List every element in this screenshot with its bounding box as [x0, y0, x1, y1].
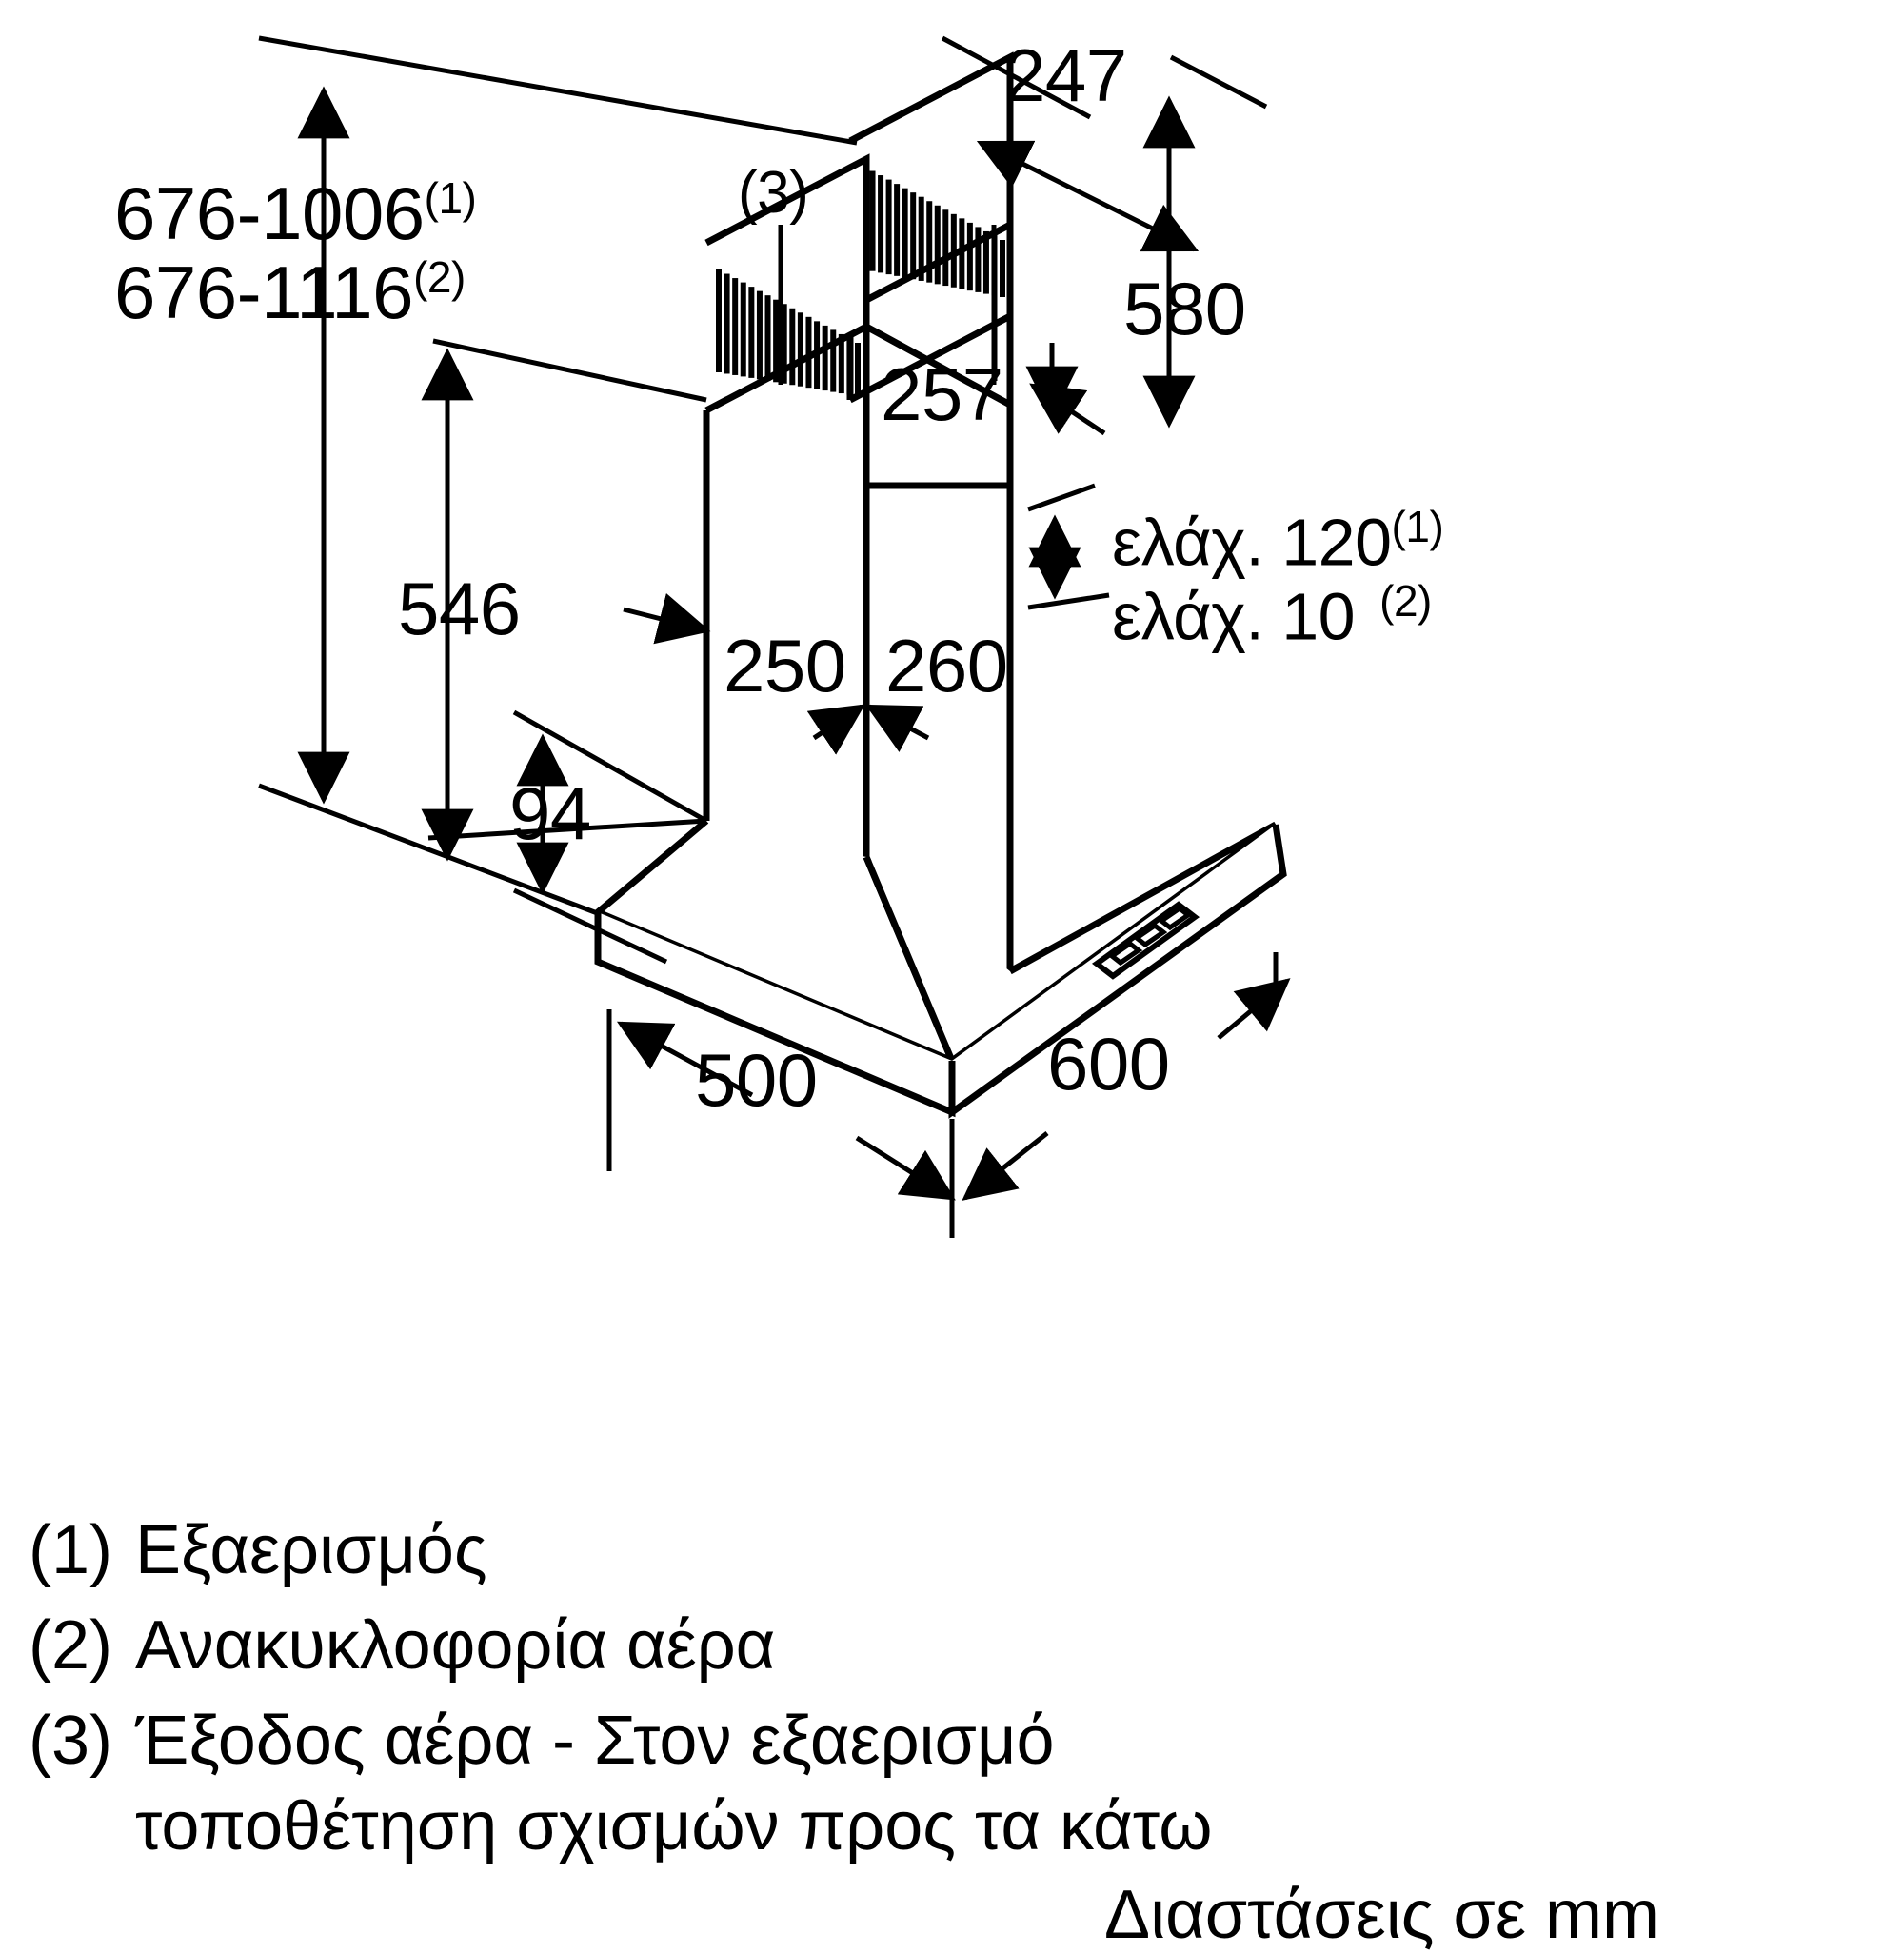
- legend-text-2: Ανακυκλοφορία αέρα: [135, 1607, 776, 1684]
- units-note: Διαστάσεις σε mm: [1104, 1877, 1659, 1953]
- control-panel-button[interactable]: [1107, 940, 1143, 967]
- dim-257: [1025, 343, 1106, 436]
- louvre-slat: [740, 282, 746, 377]
- legend-item-1: (1)Εξαερισμός: [29, 1516, 487, 1585]
- drawing-sheet: 676-1006(1) 676-1116(2) 546 94 247 580 2…: [29, 33, 1659, 1953]
- louvre-slat: [869, 170, 876, 271]
- louvre-slat: [1000, 240, 1005, 297]
- louvre-slat: [926, 201, 933, 283]
- dim-label-min-clearance-2: ελάχ. 10(2): [1112, 576, 1432, 654]
- louvre-slat: [822, 325, 828, 391]
- dim-label-min-clearance-1: ελάχ. 120(1): [1112, 502, 1444, 580]
- dim-label-500: 500: [695, 1038, 818, 1122]
- legend-index-2: (2): [29, 1607, 112, 1684]
- hood-body-geometry: [591, 51, 1287, 1119]
- legend-item-2: (2)Ανακυκλοφορία αέρα: [29, 1611, 775, 1680]
- lower-chimney-shoulder: [864, 323, 1012, 409]
- dim-250: [623, 592, 711, 645]
- dim-label-outlet-marker: (3): [738, 160, 809, 226]
- louvre-slat: [781, 304, 787, 384]
- control-panel-button[interactable]: [1132, 922, 1168, 948]
- dim-500: [606, 1009, 956, 1201]
- control-panel-button[interactable]: [1157, 905, 1193, 931]
- louvre-slat: [950, 213, 957, 288]
- dim-label-250: 250: [724, 624, 846, 708]
- louvre-slat: [797, 312, 803, 387]
- louvre-slat: [830, 329, 837, 392]
- louvre-slat: [756, 290, 763, 380]
- louvre-slat: [855, 343, 861, 396]
- dim-600: [949, 952, 1291, 1238]
- dim-260: [806, 704, 930, 755]
- control-panel[interactable]: [1091, 901, 1200, 980]
- louvre-slat: [814, 321, 821, 389]
- louvre-slat: [959, 218, 965, 289]
- legend-text-3: Έξοδος αέρα - Στον εξαερισμό: [135, 1703, 1055, 1779]
- legend-index-3: (3): [29, 1703, 112, 1779]
- louvre-slat: [934, 205, 941, 285]
- louvre-slat: [724, 273, 730, 374]
- louvre-slat: [885, 179, 892, 275]
- louvre-slat: [975, 227, 982, 292]
- louvre-slat: [838, 333, 844, 394]
- hood-dimension-drawing: [258, 35, 1291, 1238]
- louvre-slat: [894, 184, 901, 276]
- dim-label-height-range-2: 676-1116(2): [114, 250, 466, 334]
- louvre-slat: [789, 308, 796, 386]
- louvre-slat: [716, 269, 722, 372]
- legend-index-1: (1): [29, 1512, 112, 1588]
- louvre-slat: [773, 299, 780, 383]
- dim-min-clearance: [1027, 483, 1110, 610]
- louvre-slat: [982, 230, 989, 294]
- legend-text-1: Εξαερισμός: [135, 1512, 487, 1588]
- louvre-slat: [942, 209, 949, 287]
- dim-label-260: 260: [885, 624, 1008, 708]
- louvre-slat: [764, 295, 771, 381]
- louvre-slat: [846, 338, 853, 395]
- louvre-slat: [966, 222, 973, 291]
- legend-item-3: (3)Έξοδος αέρα - Στον εξαερισμό: [29, 1706, 1055, 1775]
- dim-label-94: 94: [509, 771, 591, 855]
- legend-item-3-continued: τοποθέτηση σχισμών προς τα κάτω: [135, 1792, 1212, 1861]
- dim-label-600: 600: [1047, 1022, 1170, 1106]
- dim-label-580: 580: [1123, 267, 1246, 350]
- dim-94: [512, 709, 708, 965]
- louvre-slat: [805, 316, 812, 389]
- louvre-slat: [902, 188, 908, 278]
- louvre-slat: [910, 192, 917, 280]
- legend-text-3-continued: τοποθέτηση σχισμών προς τα κάτω: [135, 1788, 1213, 1864]
- louvre-slat: [918, 196, 924, 281]
- dim-label-546: 546: [398, 567, 521, 650]
- dim-label-257: 257: [881, 352, 1003, 436]
- dim-label-247: 247: [1004, 33, 1127, 117]
- louvre-slat: [748, 287, 755, 378]
- louvre-slat: [878, 175, 884, 273]
- inner-flue-grille: [716, 269, 861, 396]
- dim-label-height-range-1: 676-1006(1): [114, 171, 477, 255]
- louvre-slat: [732, 278, 739, 375]
